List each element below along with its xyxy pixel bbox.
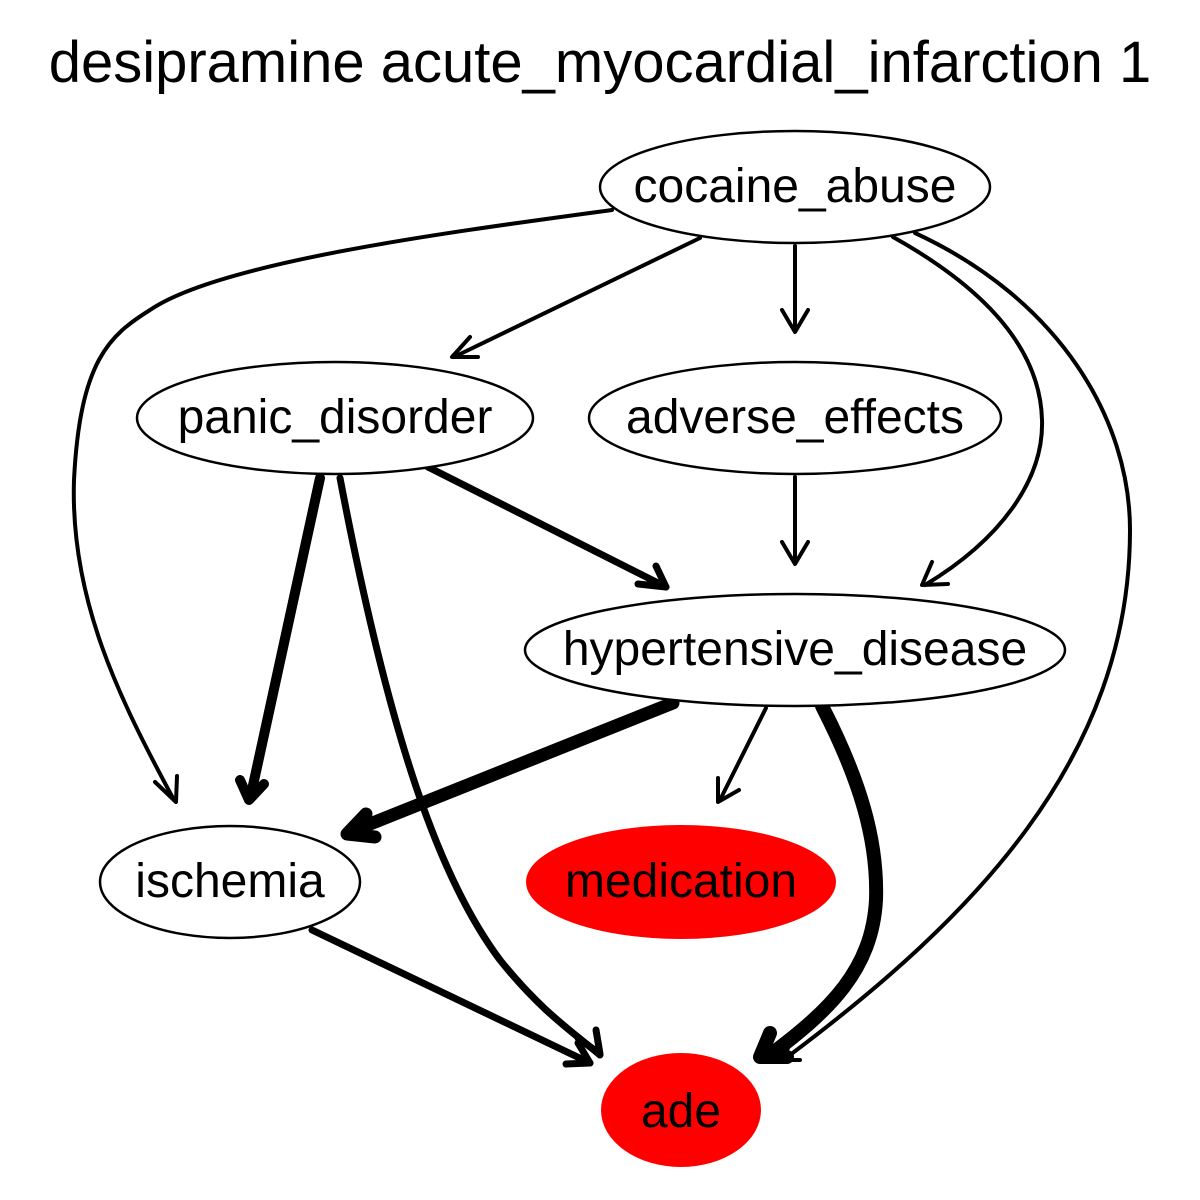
edge-panic-disorder-to-ischemia: [235, 473, 325, 805]
edge-cocaine-to-hypertensive-disease: [891, 235, 1045, 587]
edge-hypertensive-disease-to-medication: [716, 706, 768, 804]
edge-cocaine-to-adverse-effects: [780, 244, 810, 334]
node-adverse-effects[interactable]: adverse_effects: [587, 360, 1003, 476]
node-label-adverse-effects: adverse_effects: [626, 391, 964, 444]
node-label-medication: medication: [565, 855, 797, 908]
node-hypertensive-disease[interactable]: hypertensive_disease: [523, 592, 1067, 708]
node-label-panic-disorder: panic_disorder: [178, 391, 493, 444]
edge-adverse-effects-to-hypertensive-disease: [780, 475, 810, 566]
node-medication[interactable]: medication: [526, 825, 836, 939]
node-ade[interactable]: ade: [601, 1053, 761, 1167]
edge-ischemia-to-ade: [308, 926, 594, 1068]
node-panic-disorder[interactable]: panic_disorder: [135, 360, 535, 476]
edge-hypertensive-disease-to-ischemia: [340, 696, 680, 844]
diagram-title: desipramine acute_myocardial_infarction …: [49, 30, 1152, 95]
node-label-ade: ade: [641, 1085, 721, 1138]
node-label-cocaine-abuse: cocaine_abuse: [634, 160, 957, 213]
node-ischemia[interactable]: ischemia: [98, 824, 362, 940]
edge-hypertensive-disease-to-ade: [753, 699, 884, 1064]
edge-panic-disorder-to-hypertensive-disease: [424, 463, 670, 591]
edge-cocaine-to-ischemia: [71, 208, 614, 804]
node-label-ischemia: ischemia: [135, 855, 325, 908]
edge-panic-disorder-to-ade: [336, 474, 604, 1059]
node-label-hypertensive-disease: hypertensive_disease: [563, 623, 1027, 676]
node-cocaine-abuse[interactable]: cocaine_abuse: [598, 129, 992, 245]
edge-cocaine-to-panic-disorder: [450, 236, 702, 359]
